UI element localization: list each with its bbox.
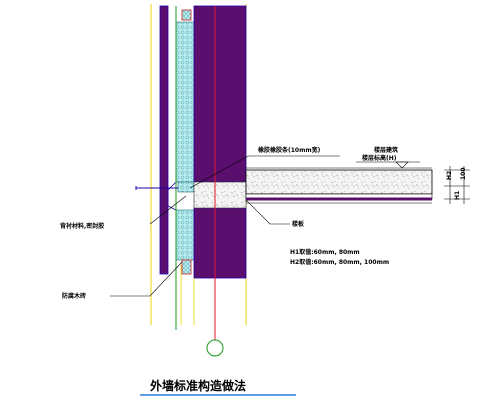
main-wall-upper	[193, 5, 247, 183]
axis-circle	[206, 339, 224, 357]
level-marker	[395, 161, 409, 169]
wood-block-top	[181, 9, 192, 21]
joint-outline	[167, 181, 177, 211]
label-wood: 防腐木砖	[62, 292, 86, 300]
dim-100: 100	[460, 167, 467, 180]
label-h2-values: H2取值:60mm, 80mm, 100mm	[290, 258, 389, 266]
floor-slab	[245, 169, 433, 195]
dim-h2: H2	[446, 171, 453, 180]
insulation-layer	[175, 21, 195, 183]
joint-fill	[193, 181, 247, 209]
label-seal: 背衬材料,密封胶	[60, 222, 104, 230]
dim-h1: H1	[454, 191, 461, 200]
main-wall-lower	[193, 207, 247, 279]
dimension-marks	[444, 166, 470, 204]
insulation-layer-lower	[175, 209, 195, 261]
label-floor-height: 楼层标高(H)	[362, 154, 397, 162]
leader-lines	[110, 155, 340, 297]
label-rubber-strip: 橡胶橡胶条(10mm宽)	[258, 146, 321, 154]
label-floor-slab: 楼板	[292, 220, 305, 228]
label-floor-build: 楼层建筑	[374, 146, 398, 154]
wood-block-bottom	[181, 259, 192, 275]
drawing-title: 外墙标准构造做法	[150, 378, 246, 393]
label-h1-values: H1取值:60mm, 80mm	[290, 248, 360, 256]
outer-facing-strip	[159, 5, 169, 275]
